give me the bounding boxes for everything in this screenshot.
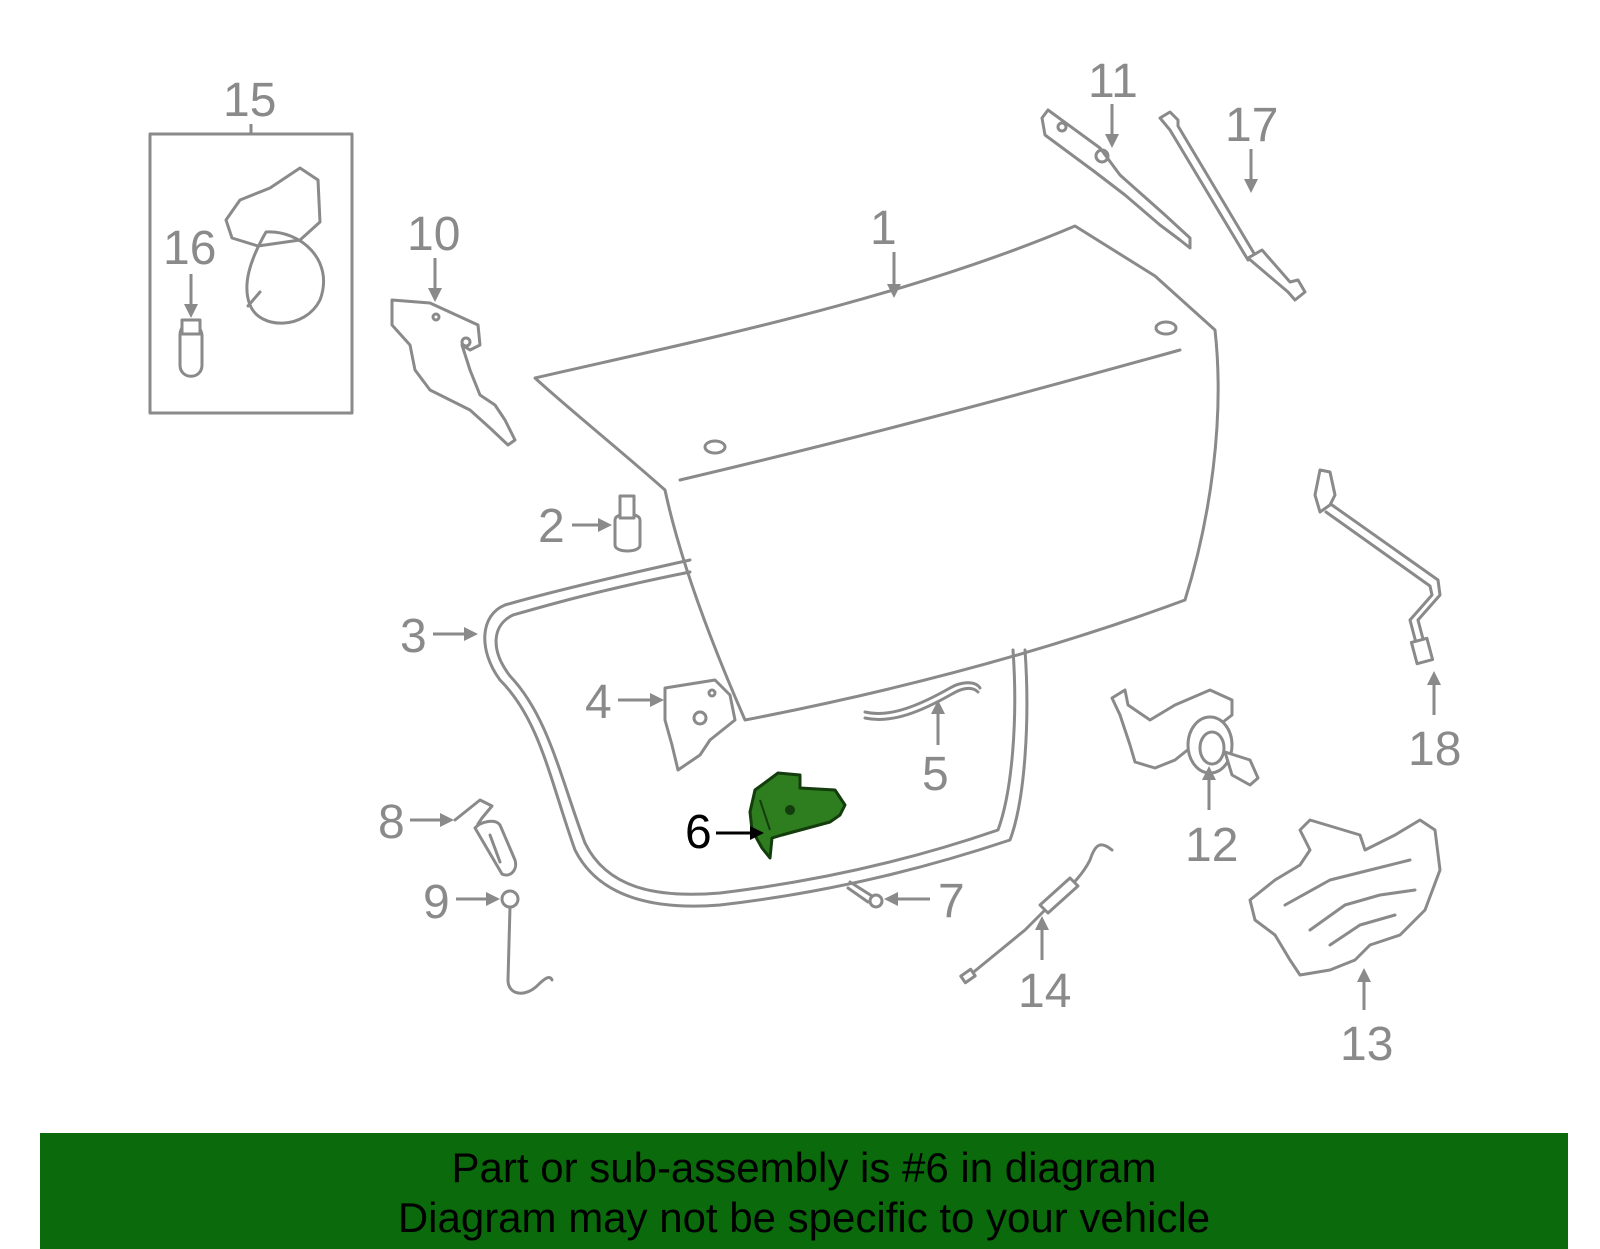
label-2: 2 (538, 500, 565, 553)
part-3-weatherstrip[interactable] (483, 558, 1029, 908)
label-7: 7 (938, 875, 965, 928)
part-16-bulb[interactable] (178, 318, 204, 378)
arrowhead-16 (184, 304, 198, 318)
label-11: 11 (1088, 55, 1138, 108)
part-2-bumper[interactable] (613, 494, 642, 553)
label-3: 3 (400, 610, 427, 663)
label-10: 10 (407, 208, 460, 261)
label-16: 16 (163, 222, 216, 275)
arrowhead-17 (1244, 179, 1258, 193)
arrowhead-10 (428, 288, 442, 302)
label-14: 14 (1018, 965, 1071, 1018)
part-5-rod[interactable] (863, 681, 982, 721)
arrowhead-12 (1202, 766, 1216, 780)
part-18-torsion-rod[interactable] (1313, 468, 1442, 666)
arrowhead-18 (1427, 671, 1441, 685)
label-15: 15 (223, 74, 276, 127)
part-14-cable[interactable] (959, 843, 1114, 985)
part-11-hinge-arm[interactable] (1040, 108, 1192, 250)
arrowhead-2 (598, 518, 612, 532)
part-13-latch[interactable] (1248, 818, 1442, 977)
label-9: 9 (423, 876, 450, 929)
arrowhead-7 (884, 892, 898, 906)
label-12: 12 (1185, 819, 1238, 872)
arrowhead-13 (1357, 968, 1371, 982)
part-9-cable[interactable] (500, 889, 554, 995)
arrowhead-9 (486, 892, 500, 906)
label-4: 4 (585, 676, 612, 729)
part-4-bracket[interactable] (663, 678, 737, 772)
part-17-strut[interactable] (1158, 110, 1307, 302)
part-7-bolt[interactable] (846, 880, 884, 909)
part-15-lamp-housing[interactable] (224, 166, 326, 325)
parts-diagram: 1 2 3 4 5 6 7 (148, 55, 1461, 1071)
arrowhead-4 (650, 693, 664, 707)
arrowhead-11 (1105, 134, 1119, 148)
label-18: 18 (1408, 723, 1461, 776)
label-6: 6 (685, 806, 712, 859)
info-banner: Part or sub-assembly is #6 in diagram Di… (40, 1133, 1568, 1249)
label-13: 13 (1340, 1018, 1393, 1071)
banner-line-1: Part or sub-assembly is #6 in diagram (451, 1144, 1157, 1191)
part-6-highlighted[interactable] (748, 771, 847, 860)
label-1: 1 (870, 202, 897, 255)
arrowhead-8 (440, 813, 454, 827)
label-17: 17 (1225, 99, 1278, 152)
arrowhead-1 (887, 284, 901, 298)
part-12-lock-cylinder[interactable] (1110, 688, 1260, 787)
part-1-trunk-lid[interactable] (533, 224, 1220, 722)
part-8-handle[interactable] (453, 798, 518, 877)
part-10-hinge[interactable] (390, 298, 517, 447)
banner-line-2: Diagram may not be specific to your vehi… (397, 1194, 1211, 1241)
arrowhead-6 (750, 826, 764, 840)
label-5: 5 (922, 748, 949, 801)
label-8: 8 (378, 796, 405, 849)
arrowhead-14 (1035, 916, 1049, 930)
arrowhead-3 (464, 627, 478, 641)
arrowhead-5 (931, 700, 945, 714)
